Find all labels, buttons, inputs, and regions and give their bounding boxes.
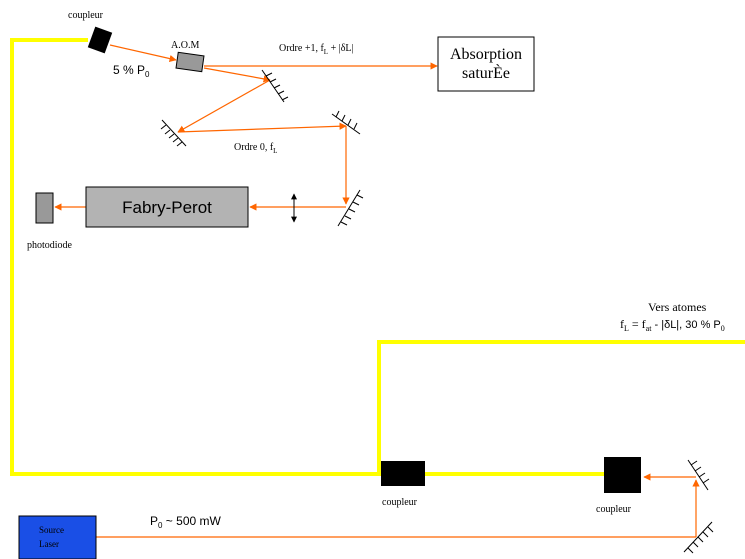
label-coupleur-top: coupleur: [68, 10, 104, 21]
label-photodiode: photodiode: [27, 240, 73, 251]
beam-aom-to-mirror1: [203, 67, 271, 83]
label-order0: Ordre 0, fL: [234, 142, 277, 155]
source-laser-box: [18, 515, 97, 559]
label-aom: A.O.M: [171, 40, 199, 51]
label-p0-power: P0 ~ 500 mW: [150, 514, 221, 530]
coupleur-mid: [381, 461, 425, 486]
fiber-lines: [10, 38, 745, 476]
beam-mirror2-to-mirror3: [177, 122, 347, 133]
absorption-title-line1: Absorption: [450, 46, 522, 63]
beam-mirror1-to-mirror2: [177, 79, 271, 133]
mirror-5: [687, 459, 710, 491]
photodiode-box: [35, 192, 54, 224]
beam-coupler-to-aom: [109, 44, 177, 63]
mirror-2: [160, 119, 187, 147]
coupleur-right: [604, 457, 641, 493]
label-vers-atomes: Vers atomes: [648, 300, 707, 314]
label-coupleur-mid: coupleur: [382, 497, 418, 508]
fabry-perot-box: [85, 186, 249, 228]
absorption-box: [437, 36, 535, 92]
fiber-vers-atomes: [377, 340, 745, 474]
label-order1: Ordre +1, fL + |δL|: [279, 43, 354, 56]
mirror-3: [331, 110, 361, 135]
mirrors: [160, 69, 714, 554]
label-power-5pct: 5 % P0: [113, 63, 150, 79]
source-label-line1: Source: [39, 525, 64, 535]
mirror-4: [337, 189, 364, 227]
fiber-to-top-coupler: [10, 38, 382, 476]
coupleur-top: [87, 26, 113, 54]
aom-box: [175, 51, 205, 73]
source-label-line2: Laser: [39, 539, 59, 549]
beam-paths: [54, 44, 700, 538]
fabry-perot-label: Fabry-Perot: [122, 198, 212, 217]
mirror-6: [683, 521, 714, 554]
label-coupleur-right: coupleur: [596, 504, 632, 515]
absorption-title-line2: saturÈe: [462, 63, 510, 82]
mirror-1: [261, 69, 289, 103]
label-frequency: fL = fat - |δL|, 30 % P0: [620, 317, 725, 333]
